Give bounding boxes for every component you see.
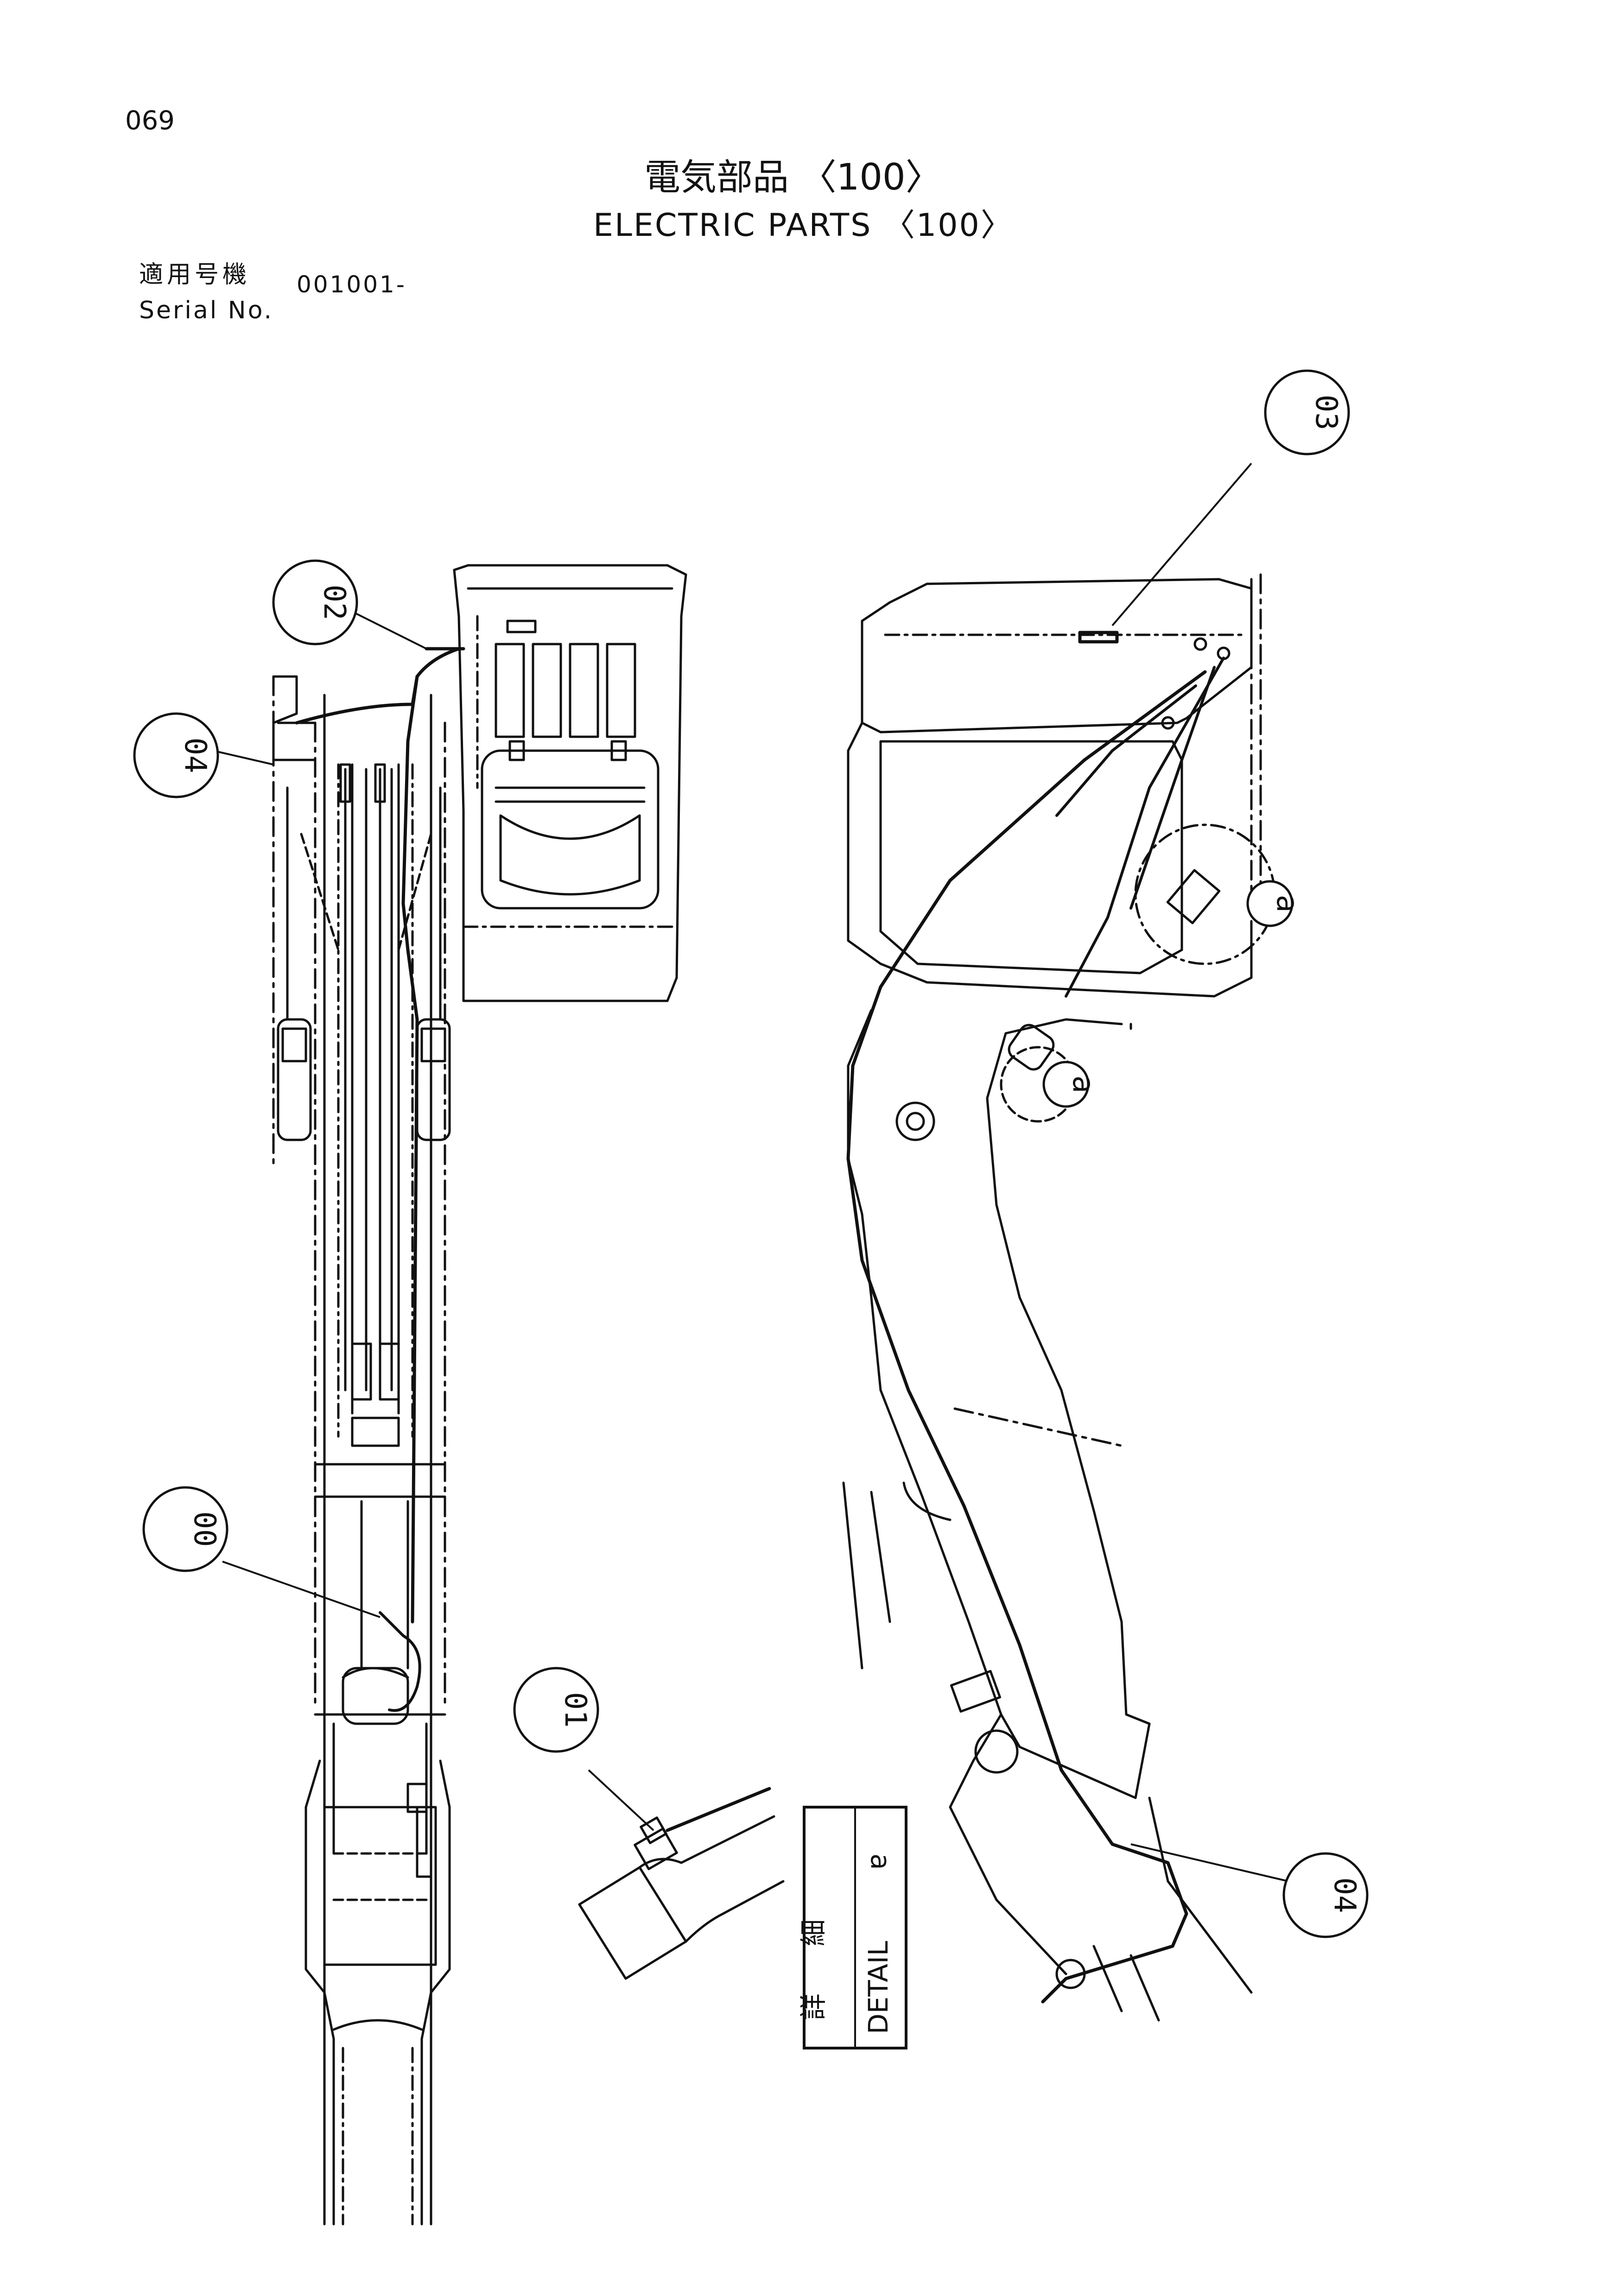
detail-label-en: DETAIL — [863, 1941, 894, 2034]
serial-label-english: Serial No. — [139, 297, 273, 324]
detail-box: 詳 細 DETAIL a — [798, 1806, 907, 2049]
page-number: 069 — [125, 106, 175, 136]
detail-mark-a-upper: a — [1270, 895, 1304, 913]
serial-number-value: 001001- — [297, 271, 406, 298]
callout-00: 00 — [187, 1511, 222, 1547]
callout-03: 03 — [1309, 394, 1343, 430]
top-view-drawing — [272, 564, 687, 2226]
detail-label-mark: a — [865, 1853, 896, 1870]
callout-02: 02 — [317, 584, 351, 620]
callout-01: 01 — [558, 1692, 592, 1727]
side-view-drawing — [842, 573, 1276, 2022]
serial-label-japanese: 適用号機 — [139, 261, 251, 289]
title-english: ELECTRIC PARTS 〈100〉 — [593, 207, 1014, 244]
callout-04-top-view: 04 — [178, 737, 212, 773]
detail-label-jp-2: 細 — [798, 1919, 829, 1946]
callout-04-side-view: 04 — [1327, 1877, 1362, 1913]
detail-mark-a-lower: a — [1066, 1075, 1100, 1094]
title-japanese: 電気部品 〈100〉 — [644, 157, 942, 198]
detail-label-jp-1: 詳 — [798, 1993, 829, 2020]
sensor-detail-drawing — [578, 1787, 785, 1980]
